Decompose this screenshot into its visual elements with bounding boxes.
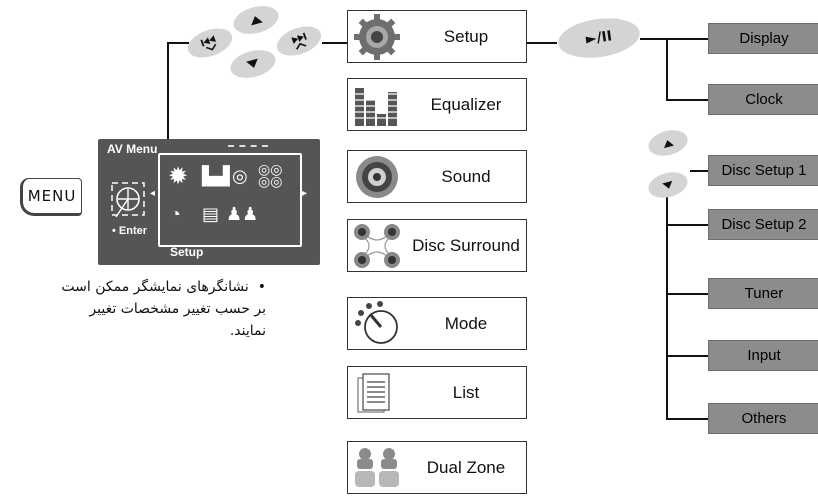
menu-item-label: List xyxy=(452,382,480,402)
connector-line xyxy=(640,38,708,40)
enter-dial-icon xyxy=(111,182,145,218)
up-button[interactable] xyxy=(230,1,282,39)
next-button[interactable] xyxy=(272,20,326,62)
down-button[interactable] xyxy=(227,45,279,83)
menu-item-sound[interactable]: Sound xyxy=(347,150,527,203)
down-button[interactable] xyxy=(645,168,691,202)
av-menu-screen: AV Menu • Enter ✹ ▙▟ ◎ ◎◎◎◎ ◔ ▤ ♟♟ ▸ ◂ S… xyxy=(98,139,320,265)
menu-item-setup[interactable]: Setup xyxy=(347,10,527,63)
prev-button[interactable] xyxy=(183,22,237,64)
menu-item-disc-surround[interactable]: Disc Surround xyxy=(347,219,527,272)
connector-line xyxy=(690,170,708,172)
menu-item-equalizer[interactable]: Equalizer xyxy=(347,78,527,131)
note-line: نمایند. xyxy=(229,323,266,339)
connector-line xyxy=(666,293,708,295)
connector-line xyxy=(666,418,708,420)
menu-item-label: Dual Zone xyxy=(426,457,506,477)
connector-line xyxy=(666,99,708,101)
screen-divider xyxy=(228,145,268,147)
surround-speakers-icon: ◎◎◎◎ xyxy=(258,161,283,189)
menu-button[interactable]: MENU xyxy=(20,178,82,216)
selected-item-label: Setup xyxy=(170,245,204,259)
gear-icon xyxy=(354,14,400,60)
left-arrow-icon: ◂ xyxy=(150,188,156,199)
note-line: بر حسب تغییر مشخصات تغییر xyxy=(89,301,266,317)
setup-item-label: Input xyxy=(747,347,781,364)
connector-line xyxy=(666,355,708,357)
note-line: • نشانگرهای نمایشگر ممکن است xyxy=(61,279,266,295)
connector-line xyxy=(666,38,668,100)
setup-item-tuner[interactable]: Tuner xyxy=(708,278,818,309)
setup-item-others[interactable]: Others xyxy=(708,403,818,434)
connector-line xyxy=(666,196,668,420)
menu-item-label: Disc Surround xyxy=(412,235,520,255)
setup-item-label: Display xyxy=(739,30,789,47)
speaker-icon: ◎ xyxy=(232,166,248,186)
setup-item-label: Tuner xyxy=(744,285,784,302)
equalizer-bars-icon: ▙▟ xyxy=(202,166,230,186)
enter-label: • Enter xyxy=(112,225,148,237)
dual-zone-seats-icon xyxy=(355,448,399,487)
menu-button-label: MENU xyxy=(27,187,77,205)
gear-icon: ✹ xyxy=(168,163,189,190)
menu-item-dual-zone[interactable]: Dual Zone xyxy=(347,441,527,494)
display-note: • نشانگرهای نمایشگر ممکن است بر حسب تغیی… xyxy=(6,276,266,342)
connector-line xyxy=(666,224,708,226)
speaker-icon xyxy=(356,156,398,198)
triangle-down-icon xyxy=(246,58,258,68)
setup-item-label: Disc Setup 2 xyxy=(721,216,807,233)
up-button[interactable] xyxy=(645,126,691,160)
menu-item-label: Mode xyxy=(444,313,488,333)
connector-line xyxy=(167,42,169,152)
setup-item-clock[interactable]: Clock xyxy=(708,84,818,115)
right-arrow-icon: ▸ xyxy=(302,188,308,199)
bullet: • xyxy=(257,279,266,295)
skip-back-icon xyxy=(200,35,217,51)
triangle-up-icon xyxy=(663,139,674,148)
setup-item-input[interactable]: Input xyxy=(708,340,818,371)
dial-icon xyxy=(355,301,398,344)
setup-item-disc-setup-1[interactable]: Disc Setup 1 xyxy=(708,155,818,186)
menu-item-mode[interactable]: Mode xyxy=(347,297,527,350)
setup-item-disc-setup-2[interactable]: Disc Setup 2 xyxy=(708,209,818,240)
menu-item-list[interactable]: List xyxy=(347,366,527,419)
menu-item-label: Setup xyxy=(443,26,489,46)
av-menu-title: AV Menu xyxy=(107,142,158,156)
connector-line xyxy=(527,42,557,44)
selection-highlight xyxy=(158,153,302,247)
setup-item-label: Others xyxy=(741,410,787,427)
skip-forward-icon xyxy=(291,32,307,50)
triangle-up-icon xyxy=(251,16,263,26)
setup-item-label: Clock xyxy=(745,91,783,108)
connector-line xyxy=(167,42,189,44)
list-document-icon: ▤ xyxy=(202,204,220,224)
connector-line xyxy=(322,42,347,44)
setup-item-label: Disc Setup 1 xyxy=(721,162,807,179)
surround-speakers-icon xyxy=(354,224,400,268)
triangle-down-icon xyxy=(662,180,673,189)
play-pause-label: ►/II xyxy=(584,28,614,48)
list-document-icon xyxy=(357,373,390,413)
equalizer-bars-icon xyxy=(354,88,399,126)
menu-item-label: Sound xyxy=(441,166,491,186)
setup-item-display[interactable]: Display xyxy=(708,23,818,54)
dual-zone-seats-icon: ♟♟ xyxy=(226,204,259,224)
menu-item-label: Equalizer xyxy=(430,94,502,114)
dial-icon: ◔ xyxy=(170,204,181,224)
play-pause-button[interactable]: ►/II xyxy=(555,13,643,63)
